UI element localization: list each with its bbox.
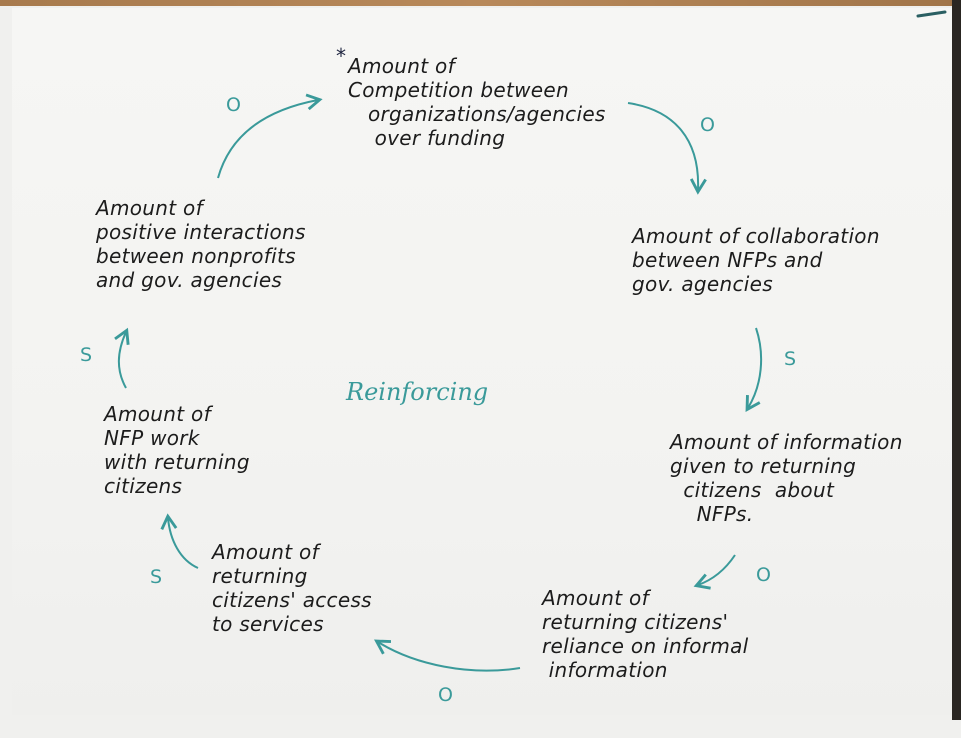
node-nfp-work: Amount of NFP work with returning citize…: [104, 402, 250, 498]
pen-mark: [916, 10, 947, 18]
polarity-competition-collaboration: O: [700, 114, 715, 136]
node-information: Amount of information given to returning…: [670, 430, 903, 526]
link-nfp-work-to-interactions-arrow: [114, 327, 130, 389]
node-collaboration: Amount of collaboration between NFPs and…: [632, 224, 880, 296]
node-reliance: Amount of returning citizens' reliance o…: [542, 586, 749, 682]
link-information-to-reliance-arrow: [693, 554, 736, 590]
table-edge-top: [0, 0, 961, 6]
polarity-information-reliance: O: [756, 564, 771, 586]
link-reliance-to-access-arrow: [374, 639, 521, 672]
node-competition: Amount of Competition between organizati…: [348, 54, 606, 150]
polarity-interactions-competition: O: [226, 94, 241, 116]
link-competition-to-collaboration-arrow: [627, 102, 707, 195]
node-interactions: Amount of positive interactions between …: [96, 196, 306, 292]
link-access-to-nfp-work-arrow: [160, 513, 199, 569]
polarity-nfp-work-interactions: S: [80, 344, 93, 366]
asterisk-mark: *: [336, 44, 347, 68]
polarity-access-nfp-work: S: [150, 566, 163, 588]
loop-type-label: Reinforcing: [346, 378, 489, 406]
polarity-reliance-access: O: [438, 684, 453, 706]
node-access: Amount of returning citizens' access to …: [212, 540, 372, 636]
link-interactions-to-competition-arrow: [217, 93, 323, 179]
polarity-collaboration-information: S: [784, 348, 797, 370]
table-edge-right: [952, 0, 961, 720]
paper-sheet: [12, 8, 952, 715]
link-collaboration-to-information-arrow: [745, 327, 763, 413]
